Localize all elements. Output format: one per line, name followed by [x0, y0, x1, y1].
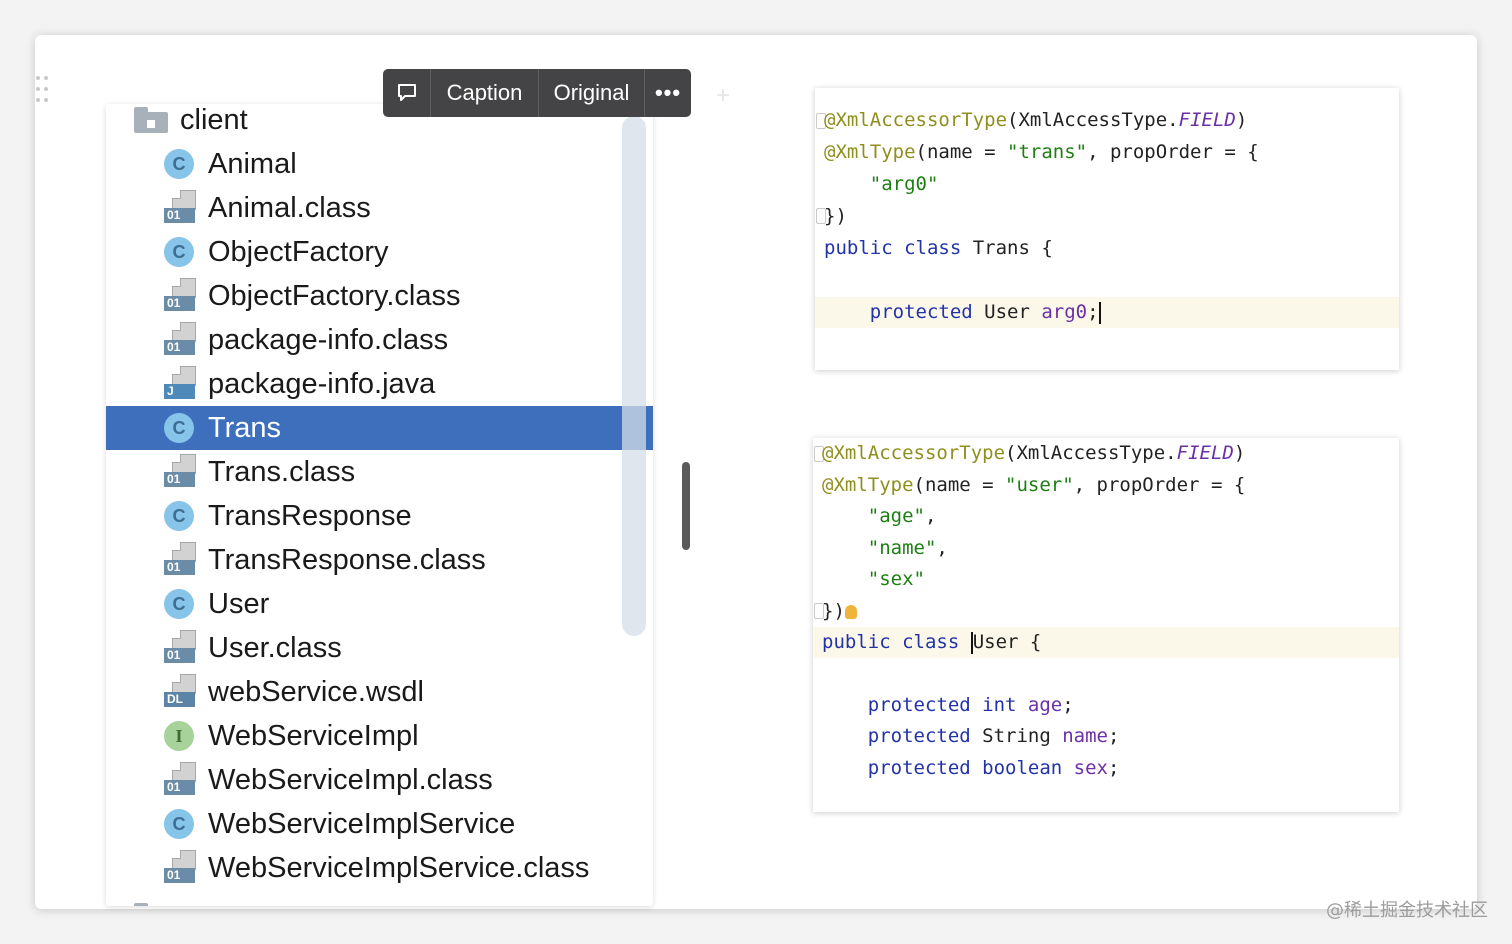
code-snippet-user: @XmlAccessorType(XmlAccessType.FIELD) @X… [813, 438, 1399, 812]
wsdl-file-icon: DL [164, 674, 196, 710]
tree-folder-label: client [180, 104, 248, 136]
tree-item-label: package-info.class [208, 323, 449, 356]
folder-icon [134, 903, 168, 906]
tree-item-label: TransResponse.class [208, 543, 486, 576]
binary-file-icon: 01 [164, 190, 196, 226]
tree-item-label: TransResponse [208, 499, 412, 532]
tree-item[interactable]: 01 Trans.class [106, 450, 653, 494]
tree-item[interactable]: 01 User.class [106, 626, 653, 670]
text-caret [970, 631, 973, 654]
tree-item-label: WebServiceImplService.class [208, 851, 590, 884]
code-line: public class Trans { [824, 237, 1053, 259]
code-line-current: protected User arg0; [815, 297, 1399, 328]
code-line: "arg0" [869, 173, 939, 195]
code-line-current: public class User { [813, 627, 1399, 658]
comment-button[interactable] [383, 69, 431, 117]
class-icon: C [164, 501, 194, 531]
tree-item-label: webService.wsdl [208, 675, 424, 708]
tree-item-label: package-info.java [208, 367, 436, 400]
tree-item[interactable]: 01 WebServiceImplService.class [106, 846, 653, 890]
binary-file-icon: 01 [164, 850, 196, 886]
class-icon: C [164, 589, 194, 619]
text-caret [1098, 301, 1101, 324]
tree-item-label: Trans.class [208, 455, 356, 488]
tree-scrollbar[interactable] [622, 116, 646, 636]
image-toolbar: Caption Original ••• [383, 69, 691, 117]
class-icon: C [164, 809, 194, 839]
tree-item-label: Animal.class [208, 191, 371, 224]
tree-item-label: User.class [208, 631, 342, 664]
tree-folder-client[interactable]: client [106, 104, 653, 142]
code-line: "name", [867, 537, 948, 559]
class-icon: C [164, 413, 194, 443]
code-line: protected boolean sex; [867, 757, 1120, 779]
code-line: "sex" [867, 568, 925, 590]
tree-item[interactable]: C Trans [106, 406, 653, 450]
fold-marker-icon[interactable] [816, 113, 826, 129]
binary-file-icon: 01 [164, 278, 196, 314]
code-snippet-trans: @XmlAccessorType(XmlAccessType.FIELD) @X… [815, 88, 1399, 370]
tree-item-label: Animal [208, 147, 297, 180]
speech-bubble-icon [397, 84, 416, 101]
tree-item[interactable]: 01 package-info.class [106, 318, 653, 362]
code-line: protected String name; [867, 725, 1120, 747]
tree-item[interactable]: C Animal [106, 142, 653, 186]
fold-marker-icon[interactable] [814, 603, 824, 619]
lightbulb-icon[interactable] [844, 604, 857, 619]
tree-item[interactable]: DL webService.wsdl [106, 670, 653, 714]
watermark: @稀土掘金技术社区 [1326, 900, 1488, 921]
tree-item[interactable]: C ObjectFactory [106, 230, 653, 274]
java-file-icon: J [164, 366, 196, 402]
interface-icon: I [164, 721, 194, 751]
binary-file-icon: 01 [164, 542, 196, 578]
code-line: @XmlType(name = "trans", propOrder = { [824, 141, 1259, 163]
class-icon: C [164, 149, 194, 179]
code-line: protected int age; [867, 694, 1074, 716]
tree-item-label: ObjectFactory.class [208, 279, 461, 312]
code-line: }) [813, 596, 1399, 627]
fold-marker-icon[interactable] [814, 446, 824, 462]
code-line: @XmlAccessorType(XmlAccessType.FIELD) [822, 442, 1246, 464]
tree-item[interactable]: 01 TransResponse.class [106, 538, 653, 582]
binary-file-icon: 01 [164, 762, 196, 798]
tree-item-label: WebServiceImpl.class [208, 763, 493, 796]
original-button[interactable]: Original [539, 69, 645, 117]
tree-item-label: Trans [208, 411, 282, 444]
tree-item[interactable]: C User [106, 582, 653, 626]
code-line: "age", [867, 505, 937, 527]
tree-item-label: User [208, 587, 270, 620]
tree-item[interactable]: C TransResponse [106, 494, 653, 538]
tree-item[interactable]: I WebServiceImpl [106, 714, 653, 758]
tree-next-folder[interactable] [106, 894, 653, 906]
tree-item[interactable]: 01 ObjectFactory.class [106, 274, 653, 318]
binary-file-icon: 01 [164, 322, 196, 358]
more-options-button[interactable]: ••• [654, 80, 682, 105]
tree-item-label: WebServiceImpl [208, 719, 419, 752]
plus-icon: + [716, 82, 731, 109]
code-line: @XmlType(name = "user", propOrder = { [822, 474, 1246, 496]
folder-icon [134, 107, 168, 133]
binary-file-icon: 01 [164, 630, 196, 666]
binary-file-icon: 01 [164, 454, 196, 490]
tree-item[interactable]: 01 WebServiceImpl.class [106, 758, 653, 802]
drag-handle-icon[interactable] [36, 76, 50, 106]
caption-button[interactable]: Caption [431, 69, 539, 117]
code-line: }) [824, 205, 847, 227]
tree-item[interactable]: C WebServiceImplService [106, 802, 653, 846]
tree-item[interactable]: 01 Animal.class [106, 186, 653, 230]
fold-marker-icon[interactable] [816, 208, 826, 224]
class-icon: C [164, 237, 194, 267]
code-line: @XmlAccessorType(XmlAccessType.FIELD) [824, 109, 1248, 131]
splitter-scrollbar[interactable] [682, 462, 690, 550]
tree-item-label: WebServiceImplService [208, 807, 516, 840]
tree-item-label: ObjectFactory [208, 235, 389, 268]
